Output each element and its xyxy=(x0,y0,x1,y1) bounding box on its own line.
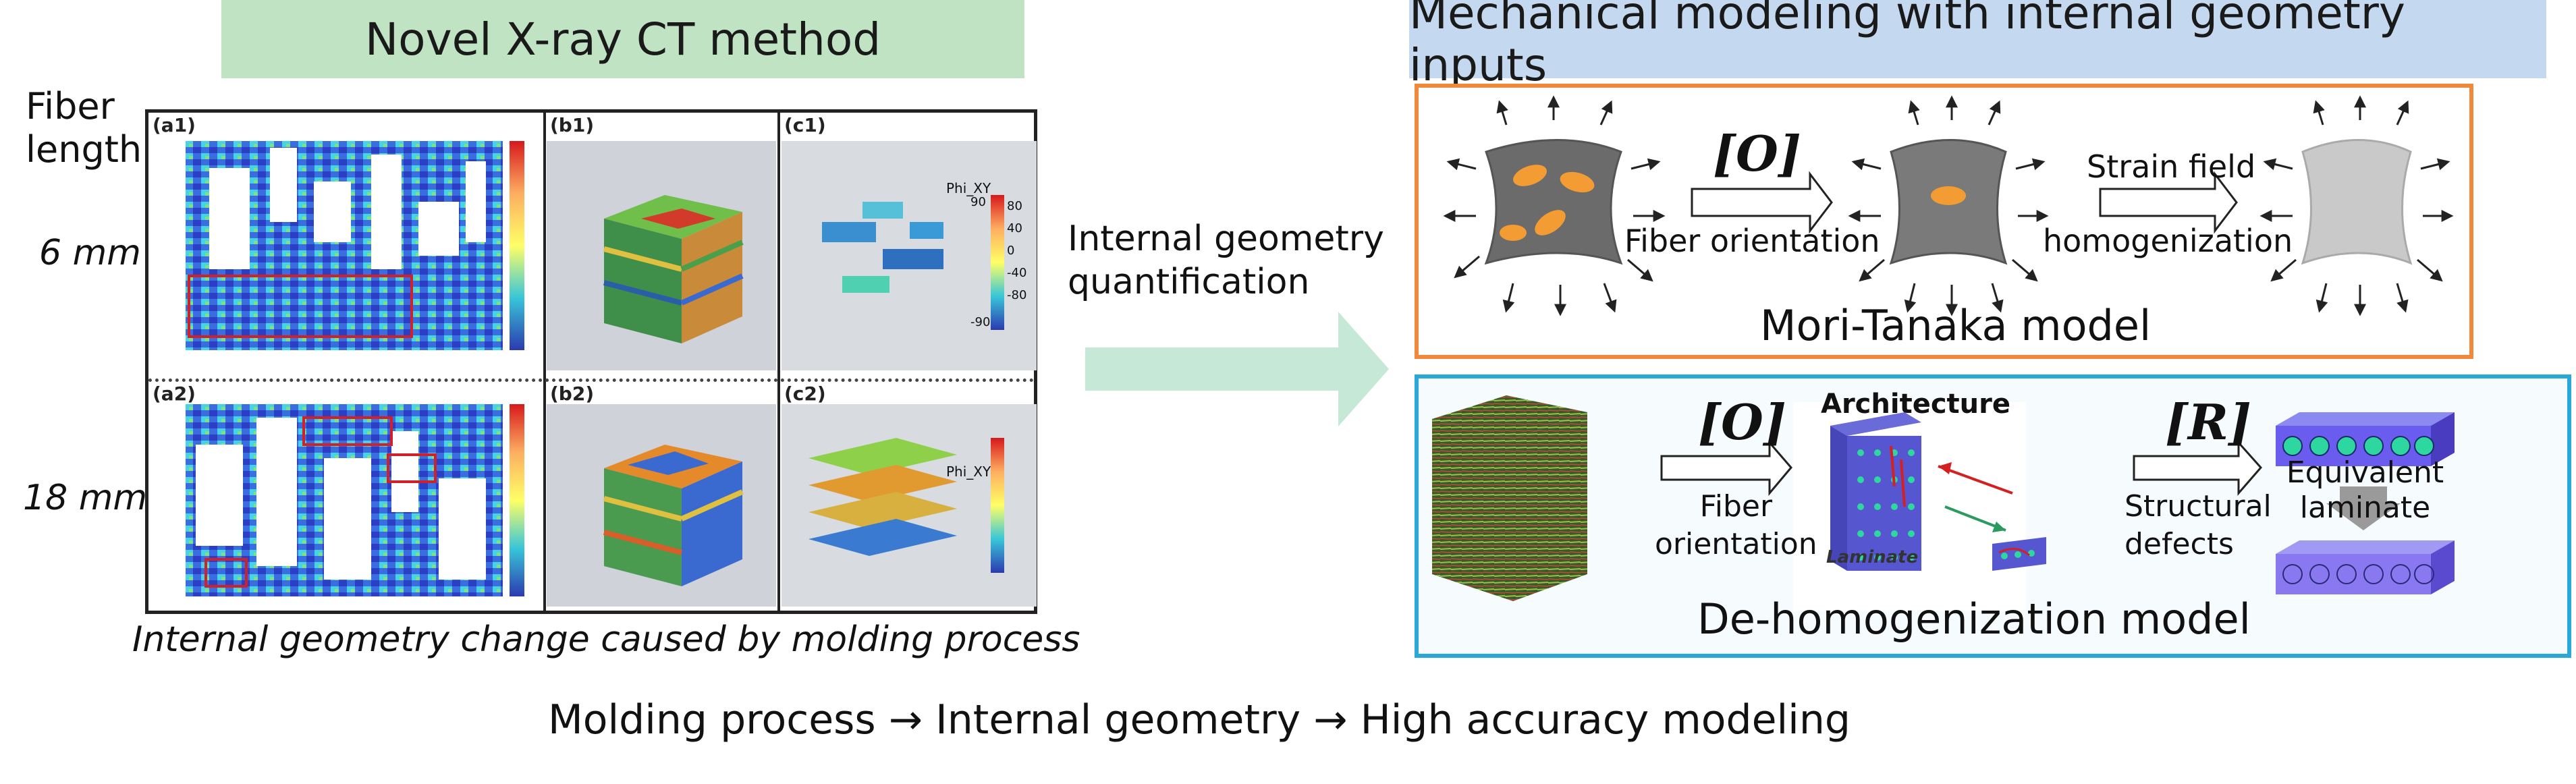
cbar-tick: 80 xyxy=(1007,199,1022,213)
ct-panel-grid: (a1) (b1) (c1) (a2) (b2) (c2) Phi_XY Phi… xyxy=(145,109,1037,614)
equivalent-laminate-top xyxy=(2276,412,2455,466)
dh-operator-r: [R] xyxy=(2165,393,2251,451)
load-arrows xyxy=(1443,95,2454,316)
caption-molding-process: Internal geometry change caused by moldi… xyxy=(132,619,1080,660)
mt-label-homogenization: homogenization xyxy=(2043,223,2293,259)
equivalent-laminate-bottom xyxy=(2276,540,2455,594)
header-xray-ct: Novel X-ray CT method xyxy=(221,0,1024,78)
mt-label-strain-field: Strain field xyxy=(2087,148,2256,185)
header-mechanical-modeling-text: Mechanical modeling with internal geomet… xyxy=(1409,0,2405,91)
row-header-fiber-length: Fiber length xyxy=(26,85,142,171)
panel-divider-2 xyxy=(777,113,780,611)
label-internal-geometry-quantification: Internal geometry quantification xyxy=(1068,219,1384,302)
fiber-cube-image xyxy=(1432,395,1587,601)
cbar-tick: -40 xyxy=(1007,266,1027,280)
architecture-laminate xyxy=(1793,402,2046,611)
architecture-title: Architecture xyxy=(1821,389,2010,420)
laminate-label: Laminate xyxy=(1826,547,1919,567)
mori-tanaka-diagram xyxy=(1443,95,2454,316)
big-right-arrow xyxy=(1085,312,1389,426)
cbar-max-c1: 90 xyxy=(970,195,986,209)
dh-label-fiber-orientation: Fiber orientation xyxy=(1655,489,1817,561)
cbar-tick: 40 xyxy=(1007,221,1022,235)
matrix-single-inclusion xyxy=(1889,139,2008,265)
cbar-tick: 0 xyxy=(1007,244,1015,258)
colorbar-title-c2: Phi_XY xyxy=(946,464,991,480)
cbar-min-c1: -90 xyxy=(970,315,991,329)
header-xray-ct-text: Novel X-ray CT method xyxy=(364,13,881,65)
de-homogenization-diagram xyxy=(1432,395,2455,611)
panel-label-a2: (a2) xyxy=(153,383,196,405)
cube-b1 xyxy=(547,141,776,370)
panel-label-c1: (c1) xyxy=(784,114,826,136)
dh-operator-o: [O] xyxy=(1698,393,1786,451)
down-arrow xyxy=(2326,486,2401,530)
cube-b2 xyxy=(547,404,776,607)
arrow-fiber-orientation-2 xyxy=(1660,439,1792,497)
de-homogenization-box: [O] Fiber orientation Architecture Lamin… xyxy=(1415,374,2571,658)
dh-label-structural-defects: Structural defects xyxy=(2125,489,2272,561)
cbar-tick: -80 xyxy=(1007,288,1027,302)
mori-tanaka-box: [O] Fiber orientation Strain field homog… xyxy=(1415,84,2473,359)
heatmap-a1 xyxy=(186,141,524,350)
arrow-fiber-orientation xyxy=(1691,171,1833,234)
de-homogenization-title: De-homogenization model xyxy=(1697,594,2251,644)
dh-label-equivalent-laminate: Equivalent laminate xyxy=(2286,455,2444,525)
voxel-plot-c1 xyxy=(782,141,1037,370)
matrix-with-fibers xyxy=(1484,139,1623,265)
mt-label-fiber-orientation: Fiber orientation xyxy=(1624,223,1880,259)
row-label-6mm: 6 mm xyxy=(39,233,141,273)
panel-label-b2: (b2) xyxy=(550,383,595,405)
row-divider xyxy=(148,379,1034,382)
panel-label-a1: (a1) xyxy=(153,114,196,136)
voxel-plot-c2 xyxy=(782,404,1037,607)
mori-tanaka-title: Mori-Tanaka model xyxy=(1760,301,2152,350)
panel-divider-1 xyxy=(543,113,546,611)
arrow-structural-defects xyxy=(2133,440,2262,497)
mt-operator-o: [O] xyxy=(1713,125,1801,182)
homogenized-matrix xyxy=(2301,139,2413,265)
row-label-18mm: 18 mm xyxy=(23,478,148,518)
panel-label-c2: (c2) xyxy=(784,383,826,405)
heatmap-a2 xyxy=(186,404,524,596)
bottom-caption: Molding process → Internal geometry → Hi… xyxy=(548,696,1851,744)
header-mechanical-modeling: Mechanical modeling with internal geomet… xyxy=(1409,0,2546,91)
arrow-strain-field xyxy=(2099,171,2238,234)
panel-label-b1: (b1) xyxy=(550,114,595,136)
colorbar-title-c1: Phi_XY xyxy=(946,180,991,196)
colorbar-ticks-c1: 80 40 0 -40 -80 xyxy=(1007,195,1026,306)
